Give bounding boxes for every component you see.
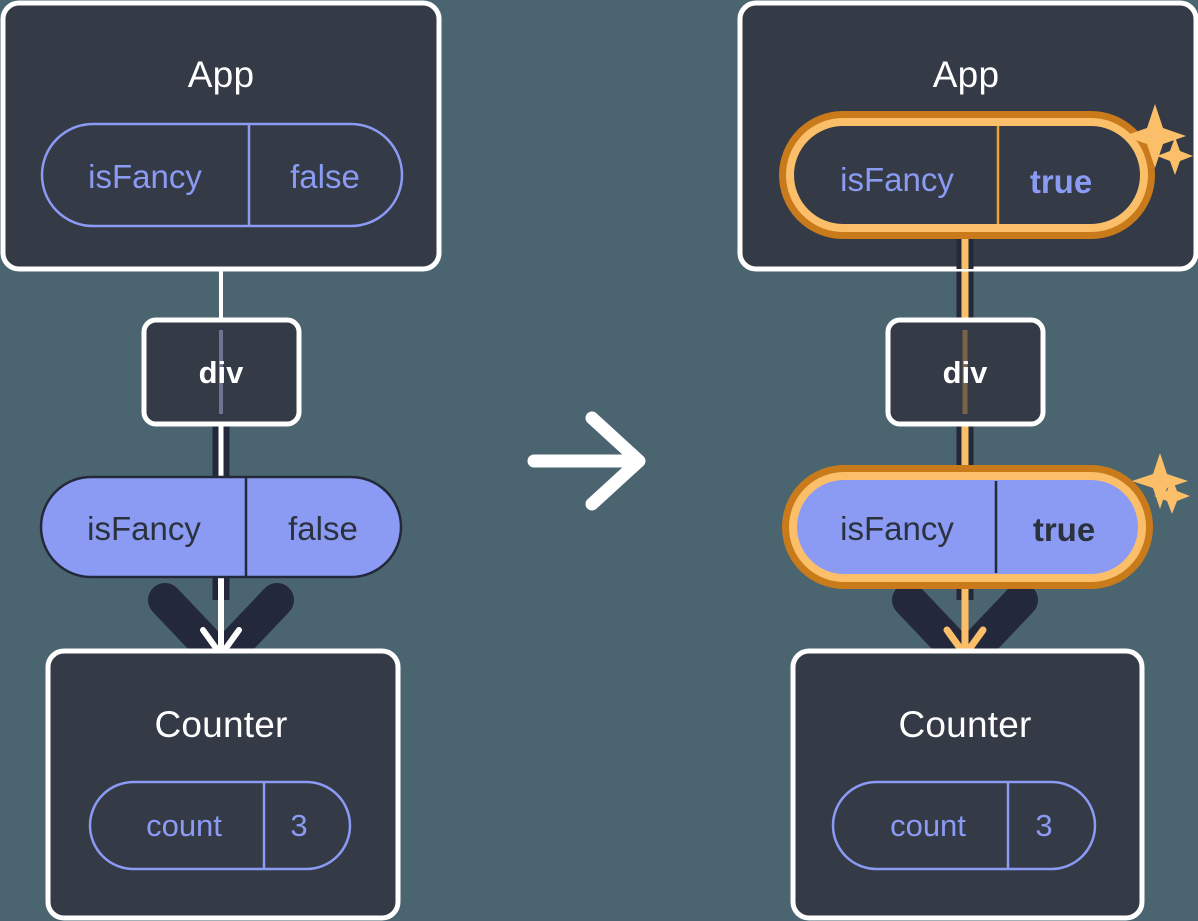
sparkle-icon-app-large — [1124, 104, 1186, 168]
transition-arrow-group — [527, 411, 646, 511]
pill-app-state-after-ring — [786, 118, 1148, 232]
sparkle-icon-app-small — [1157, 137, 1193, 175]
pill-counter-state-after — [831, 780, 1097, 871]
pill-prop-before — [39, 475, 403, 579]
sparkle-icon-prop-large — [1132, 453, 1188, 509]
pill-prop-after-ring — [789, 472, 1146, 582]
before-group — [0, 0, 442, 921]
arrow-prop-to-counter-before — [200, 567, 242, 658]
arrow-right-icon — [527, 411, 646, 511]
panel-app-before — [0, 0, 442, 272]
pill-counter-state-before — [88, 780, 352, 871]
sparkle-icon-prop-small — [1154, 478, 1190, 514]
panel-counter-before — [45, 648, 401, 921]
pill-app-state-before — [40, 122, 404, 228]
after-group — [737, 0, 1198, 921]
panel-counter-after — [790, 648, 1145, 921]
